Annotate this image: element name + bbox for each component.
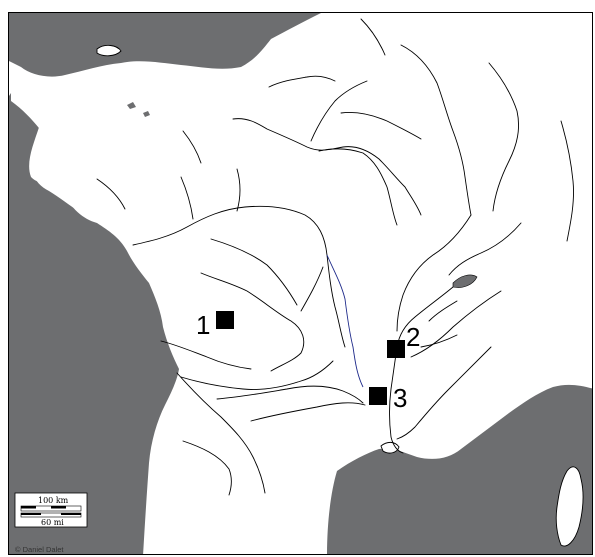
lake-geneva <box>452 274 478 288</box>
river-vilaine <box>96 178 126 210</box>
river-orne <box>182 130 202 164</box>
marker-square-3[interactable] <box>369 387 387 405</box>
river-saone <box>396 214 472 332</box>
channel-islands <box>127 102 150 117</box>
france-map: 1 2 3 100 km 60 mi © Daniel Dalet <box>9 13 592 554</box>
brittany-coast <box>11 93 185 222</box>
river-adour <box>182 440 232 496</box>
river-garonne <box>176 372 266 494</box>
corsica <box>555 466 584 547</box>
marker-label-3: 3 <box>393 383 407 413</box>
jura-border <box>428 300 458 322</box>
marker-3[interactable]: 3 <box>369 383 407 413</box>
river-aisne <box>340 112 422 140</box>
river-sarthe <box>236 168 241 212</box>
river-rhine <box>560 120 574 242</box>
marker-label-1: 1 <box>196 310 210 340</box>
river-tarn <box>250 402 366 422</box>
river-dordogne <box>180 360 334 390</box>
scale-mi-label: 60 mi <box>41 518 64 527</box>
scale-km-seg-2 <box>51 506 66 509</box>
river-loire <box>132 205 346 348</box>
mediterranean-sea <box>327 384 592 554</box>
river-seine <box>232 118 422 216</box>
river-cher <box>210 238 298 306</box>
scale-mi-seg-2 <box>61 513 81 515</box>
isle-of-wight <box>96 44 122 57</box>
rivers <box>96 18 574 496</box>
river-moselle <box>488 62 520 212</box>
scale-km-seg-1 <box>21 506 36 509</box>
river-mayenne <box>180 176 194 220</box>
river-drome <box>420 334 458 348</box>
great-britain <box>9 13 321 77</box>
river-escaut <box>360 18 386 56</box>
atlantic-ocean <box>9 93 179 554</box>
river-durance <box>396 346 492 440</box>
river-charente <box>160 340 252 370</box>
river-vienne <box>200 272 305 372</box>
marker-2[interactable]: 2 <box>387 322 420 358</box>
river-doubs <box>448 222 522 276</box>
scale-mi-seg-1 <box>21 513 41 515</box>
map-frame: 1 2 3 100 km 60 mi © Daniel Dalet <box>8 12 593 555</box>
river-marne <box>318 148 398 226</box>
marker-square-2[interactable] <box>387 340 405 358</box>
marker-square-1[interactable] <box>216 311 234 329</box>
river-rhone <box>389 286 454 454</box>
scale-bar: 100 km 60 mi <box>14 492 88 528</box>
river-somme <box>268 75 336 88</box>
marker-label-2: 2 <box>406 322 420 352</box>
river-allier <box>300 266 324 312</box>
river-isere <box>410 290 502 358</box>
canal-centre <box>326 254 364 388</box>
river-oise <box>310 80 368 142</box>
marker-1[interactable]: 1 <box>196 310 234 340</box>
copyright-credit: © Daniel Dalet <box>15 545 64 554</box>
scale-km-label: 100 km <box>38 496 69 505</box>
river-meuse <box>400 44 472 216</box>
river-lot <box>216 385 364 404</box>
